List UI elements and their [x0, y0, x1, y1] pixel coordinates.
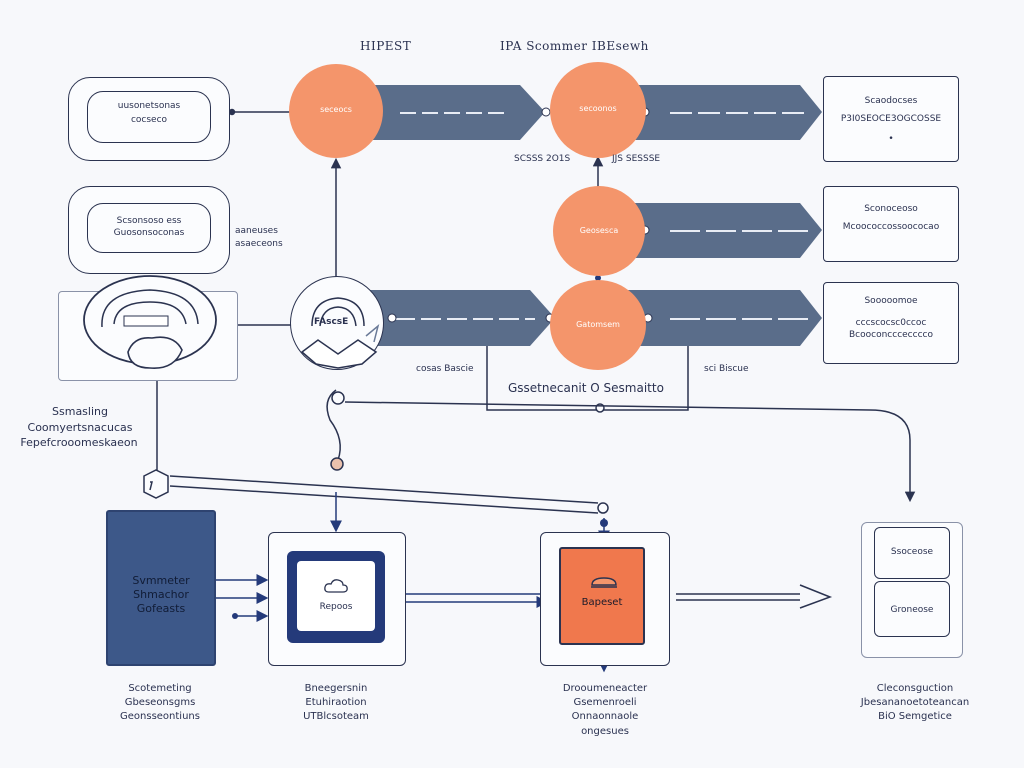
right-stack: Ssoceose Groneose: [861, 522, 963, 658]
right-card-2-title: Sconoceoso: [864, 204, 918, 214]
right-card-3: Sooooomoe cccscocsc0ccoc Bcooconcccecccc…: [823, 282, 959, 364]
mid-left-card-line2: Guosonsoconas: [113, 228, 185, 238]
right-card-2: Sconoceoso Mcoococcossoococao: [823, 186, 959, 262]
navy-block-line2: Shmachor: [133, 588, 189, 601]
cloud-icon: [324, 579, 348, 593]
right-card-1-line1: P3I0SEOCE3OGCOSSE: [840, 114, 942, 124]
left-caption-line3: Fepefcrooomeskaeon: [20, 436, 138, 449]
stack-item-2-label: Groneose: [890, 605, 934, 615]
right-card-1-title: Scaodocses: [864, 96, 918, 106]
bottom-caption-1-line1: Scotemeting: [128, 683, 192, 694]
orange-block: Bapeset: [559, 547, 645, 645]
orange-block-label: Bapeset: [581, 597, 623, 608]
mid-left-card-line1: Scsonsoso ess: [116, 216, 182, 226]
mid-left-card: Scsonsoso ess Guosonsoconas: [68, 186, 230, 274]
screen-bezel: Repoos: [287, 551, 385, 643]
bottom-caption-1-line2: Gbeseonsgms: [124, 697, 196, 708]
right-card-3-line2: Bcooconcccecccco: [849, 330, 933, 340]
bottom-caption-1-line3: Geonsseontiuns: [120, 711, 200, 722]
navy-block: Svmmeter Shmachor Gofeasts: [106, 510, 216, 666]
mid-left-side-label-2: asaeceons: [235, 239, 283, 249]
stack-item-1-label: Ssoceose: [890, 547, 934, 557]
head-profile-icon: [83, 275, 217, 369]
right-card-3-line1: cccscocsc0ccoc: [855, 318, 927, 328]
right-card-3-title: Sooooomoe: [864, 296, 918, 306]
band-label-center: Gssetnecanit O Sesmaitto: [508, 381, 664, 395]
navy-block-line1: Svmmeter: [132, 574, 190, 587]
top-left-card-inner: [87, 91, 211, 143]
node-circle-b: secoonos: [550, 62, 646, 158]
bottom-caption-2-line3: UTBlcsoteam: [303, 711, 369, 722]
left-caption-line2: Coomyertsnacucas: [27, 421, 133, 434]
stack-icon: [591, 577, 617, 588]
node-circle-a: seceocs: [289, 64, 383, 158]
band-label-left: cosas Bascie: [416, 364, 474, 374]
header-center-title: IPA Scommer IBEsewh: [500, 39, 649, 53]
bottom-caption-4-line1: Cleconsguction: [876, 683, 954, 694]
navy-block-line3: Gofeasts: [136, 602, 186, 615]
node-circle-c: Geosesca: [553, 186, 645, 276]
stack-item-1: Ssoceose: [874, 527, 950, 579]
node-label-under-a: SCSSS 2O1S: [514, 154, 571, 164]
bottom-caption-3-line4: ongesues: [581, 726, 629, 737]
stack-item-2: Groneose: [874, 581, 950, 637]
top-left-card-line2: cocseco: [130, 115, 168, 125]
bottom-caption-4-line3: BiO Semgetice: [878, 711, 952, 722]
node-circle-d: Gatomsem: [550, 280, 646, 370]
right-card-1-line2: •: [888, 134, 894, 144]
right-card-2-line1: Mcoococcossoococao: [842, 222, 940, 232]
mid-left-side-label-1: aaneuses: [235, 226, 278, 236]
header-left-title: HIPEST: [360, 39, 412, 53]
screen-label: Repoos: [319, 602, 353, 612]
band-arrows: [360, 85, 822, 346]
band-label-right: sci Biscue: [704, 364, 749, 374]
cloud-hand-icon: [300, 297, 380, 369]
right-card-1: Scaodocses P3I0SEOCE3OGCOSSE •: [823, 76, 959, 162]
top-left-card: uusonetsonas cocseco: [68, 77, 230, 161]
bottom-caption-3-line2: Gsemenroeli: [573, 697, 637, 708]
left-caption-line1: Ssmasling: [52, 405, 108, 418]
bottom-caption-2-line1: Bneegersnin: [304, 683, 368, 694]
screen-display: Repoos: [297, 561, 375, 631]
node-circle-b-label: secoonos: [579, 104, 617, 113]
bottom-caption-4-line2: Jbesananoetoteancan: [860, 697, 970, 708]
top-left-card-line1: uusonetsonas: [117, 101, 181, 111]
bottom-caption-3-line3: Onnaonnaole: [571, 711, 639, 722]
mid-left-card-inner: [87, 203, 211, 253]
tag-arrow-icon: [143, 469, 169, 499]
screen-block: Repoos: [268, 532, 406, 666]
node-circle-a-label: seceocs: [320, 105, 352, 114]
tech-ring-label: FAscsE: [314, 317, 349, 327]
node-circle-c-label: Geosesca: [579, 226, 619, 235]
bottom-caption-2-line2: Etuhiraotion: [305, 697, 367, 708]
bottom-caption-3-line1: Drooumeneacter: [562, 683, 648, 694]
orange-block-frame: Bapeset: [540, 532, 670, 666]
band-arrow-2: [620, 85, 822, 140]
node-circle-d-label: Gatomsem: [576, 320, 620, 329]
node-label-under-b: JJS SESSSE: [612, 154, 661, 164]
